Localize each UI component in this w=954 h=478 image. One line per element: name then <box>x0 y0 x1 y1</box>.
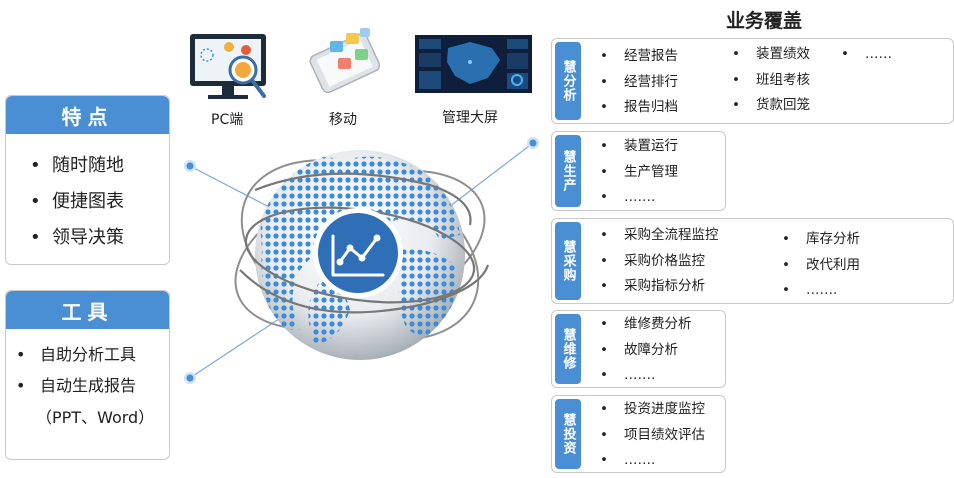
category-investment: 慧投资 投资进度监控 项目绩效评估 ……. <box>551 395 726 473</box>
platform-mobile-label: 移动 <box>329 112 357 128</box>
list-item: ……. <box>600 363 692 389</box>
list-item: 班组考核 <box>732 68 810 94</box>
list-item: 项目绩效评估 <box>600 423 705 449</box>
list-item: ……. <box>600 448 705 474</box>
category-col-1: 采购全流程监控 采购价格监控 采购指标分析 <box>600 223 719 300</box>
list-item: 采购全流程监控 <box>600 223 718 249</box>
platform-pc-label: PC端 <box>211 112 244 128</box>
list-item: ……. <box>782 278 860 304</box>
features-item: 便捷图表 <box>30 184 124 220</box>
category-label: 慧投资 <box>555 399 581 469</box>
connector-dots <box>184 137 539 384</box>
category-col-2: 库存分析 改代利用 ……. <box>782 227 860 304</box>
list-item: 改代利用 <box>782 253 860 279</box>
list-item: 装置运行 <box>600 134 678 160</box>
coverage-title: 业务覆盖 <box>726 10 803 32</box>
list-item: 装置绩效 <box>732 42 810 68</box>
category-col-2: 装置绩效 班组考核 货款回笼 <box>732 42 810 119</box>
category-label: 慧生产 <box>555 135 581 207</box>
category-production: 慧生产 装置运行 生产管理 ……. <box>551 131 726 211</box>
list-item: 维修费分析 <box>600 312 691 338</box>
category-col-1: 经营报告 经营排行 报告归档 <box>600 44 678 121</box>
category-col-3: …… <box>841 42 892 68</box>
tools-title: 工具 <box>6 291 169 329</box>
list-item: 采购指标分析 <box>600 274 719 300</box>
list-item: 故障分析 <box>600 338 692 364</box>
category-col-1: 装置运行 生产管理 ……. <box>600 134 678 211</box>
list-item: 报告归档 <box>600 95 678 121</box>
tools-card: 工具 自助分析工具 自动生成报告 （PPT、Word） <box>5 290 170 460</box>
list-item: 经营报告 <box>600 44 678 70</box>
tools-item: 自助分析工具 <box>16 339 136 370</box>
tools-item: 自动生成报告 <box>16 370 136 401</box>
tools-list: 自助分析工具 自动生成报告 <box>16 339 136 401</box>
list-item: 投资进度监控 <box>600 397 705 423</box>
list-item: 库存分析 <box>782 227 860 253</box>
category-maintenance: 慧维修 维修费分析 故障分析 ……. <box>551 310 726 388</box>
category-procurement: 慧采购 采购全流程监控 采购价格监控 采购指标分析 库存分析 改代利用 ……. <box>551 218 954 304</box>
features-card: 特点 随时随地 便捷图表 领导决策 <box>5 95 170 265</box>
features-list: 随时随地 便捷图表 领导决策 <box>30 148 124 256</box>
category-label: 慧采购 <box>555 222 581 300</box>
list-item: 经营排行 <box>600 70 678 96</box>
tools-sub-note: （PPT、Word） <box>36 408 155 427</box>
list-item: 生产管理 <box>600 160 678 186</box>
list-item: …… <box>841 42 892 68</box>
category-label: 慧维修 <box>555 314 581 384</box>
category-col-1: 维修费分析 故障分析 ……. <box>600 312 692 389</box>
category-label: 慧分析 <box>555 42 581 120</box>
category-col-1: 投资进度监控 项目绩效评估 ……. <box>600 397 705 474</box>
platform-bigscreen-label: 管理大屏 <box>442 110 498 126</box>
features-item: 领导决策 <box>30 220 124 256</box>
features-title: 特点 <box>6 96 169 134</box>
list-item: 采购价格监控 <box>600 249 719 275</box>
list-item: 货款回笼 <box>732 93 810 119</box>
features-item: 随时随地 <box>30 148 124 184</box>
list-item: ……. <box>600 185 678 211</box>
category-analysis: 慧分析 经营报告 经营排行 报告归档 装置绩效 班组考核 货款回笼 …… <box>551 38 954 124</box>
